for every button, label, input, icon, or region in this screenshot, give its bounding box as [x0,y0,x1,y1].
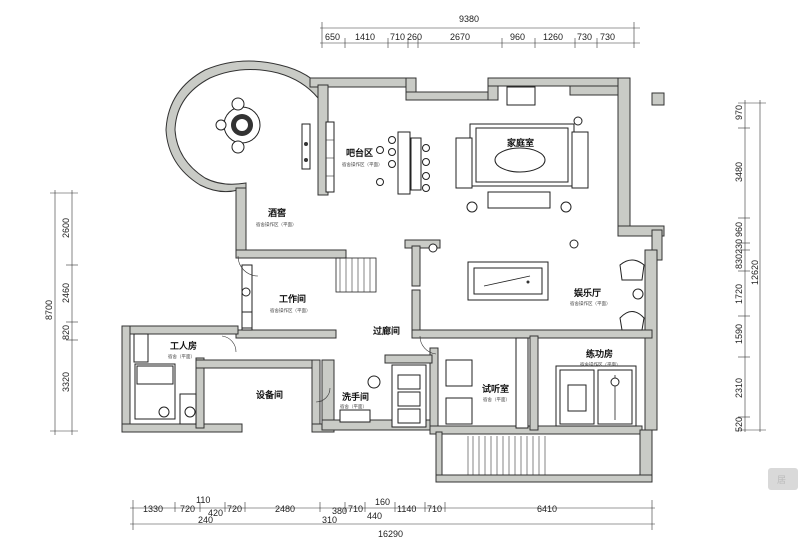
bottom-dimension: 710 [348,504,363,514]
door-swings [221,255,437,403]
study-desk [241,264,253,331]
bottom-dimension: 2480 [275,504,295,514]
right-dimension: 1590 [734,324,744,344]
bar-note: 宿舍操作区（平面） [342,161,383,168]
interior-stairs [335,257,377,293]
exterior-stairs [467,436,546,475]
top-total-dimension: 9380 [459,14,479,24]
top-dimension: 1260 [543,32,563,42]
lounge-chair [619,259,645,331]
servant-room-furniture [133,333,197,425]
audio-room-label: 试听室 [482,383,509,395]
watermark: 居 [777,475,786,486]
right-dimension: 1720 [734,284,744,304]
bottom-dimension: 1330 [143,504,163,514]
left-dimension: 2600 [61,218,71,238]
top-dimension-chain: 9380 650 1410 710 260 2670 960 1260 730 … [320,14,640,48]
left-dimension: 820 [61,325,71,340]
bottom-dimension: 420 [208,508,223,518]
bottom-dimension: 440 [367,511,382,521]
round-table [215,97,261,154]
top-dimension: 960 [510,32,525,42]
bottom-dimension: 1140 [397,504,416,514]
bathroom-note: 宿舍（平面） [340,403,367,410]
right-dimension: 970 [734,105,744,120]
equipment-room-label: 设备间 [256,389,283,401]
walls [121,60,665,483]
right-dimension-chain: 970 3480 960 230 830 1720 1590 2310 520 … [734,100,766,432]
right-dimension: 3480 [734,162,744,182]
top-dimension: 2670 [450,32,470,42]
bottom-dimension: 380 [332,506,347,516]
bathroom-fixtures [339,375,381,423]
bottom-dimension: 6410 [537,504,557,514]
gym-equipment [555,365,637,427]
bathroom-label: 洗手间 [342,391,369,403]
bottom-dimension: 720 [180,504,195,514]
left-dimension: 2460 [61,283,71,303]
servant-room-note: 宿舍（平面） [168,353,195,360]
family-room-label: 家庭室 [507,137,534,149]
top-dimension: 730 [600,32,615,42]
right-total-dimension: 12620 [750,260,760,285]
audio-room-sofa [391,337,529,429]
bottom-dimension: 310 [322,515,337,525]
bottom-dimension: 720 [227,504,242,514]
bar-label: 吧台区 [346,147,373,159]
servant-room-label: 工人房 [170,340,197,352]
top-dimension: 260 [407,32,422,42]
bottom-dimension: 110 [196,495,210,505]
bar-table [376,131,430,195]
audio-room-note: 宿舍（平面） [483,396,510,403]
right-dimension: 830 [734,254,744,269]
right-dimension: 2310 [734,378,744,398]
wine-cellar-label: 酒窖 [268,207,286,219]
bottom-dimension: 160 [375,497,390,507]
watermark-badge [768,468,798,490]
sofa-set [455,86,589,213]
right-dimension: 960 [734,222,744,237]
bottom-dimension: 710 [427,504,442,514]
wine-cellar-note: 宿舍操作区（平面） [256,221,297,228]
bottom-dimension-chain: 1330 110 720 420 720 2480 380 710 160 11… [130,495,655,539]
study-label: 工作间 [279,293,306,305]
wine-rack [301,121,335,193]
study-note: 宿舍操作区（平面） [270,307,311,314]
left-total-dimension: 8700 [44,300,54,320]
right-dimension: 520 [734,417,744,432]
top-dimension: 730 [577,32,592,42]
top-dimension: 1410 [355,32,375,42]
gym-note: 宿舍操作区（平面） [580,361,621,368]
left-dimension: 3320 [61,372,71,392]
bottom-dimension: 240 [198,515,213,525]
entertainment-label: 娱乐厅 [574,287,601,299]
bottom-total-dimension: 16290 [378,529,403,539]
billiard-table [428,239,579,301]
gym-label: 练功房 [586,348,613,360]
top-dimension: 710 [390,32,405,42]
right-dimension: 230 [734,239,744,254]
left-dimension-chain: 8700 2600 2460 820 3320 [44,190,78,435]
entertainment-note: 宿舍操作区（平面） [570,300,611,307]
corridor-label: 过廊间 [373,325,400,337]
top-dimension: 650 [325,32,340,42]
